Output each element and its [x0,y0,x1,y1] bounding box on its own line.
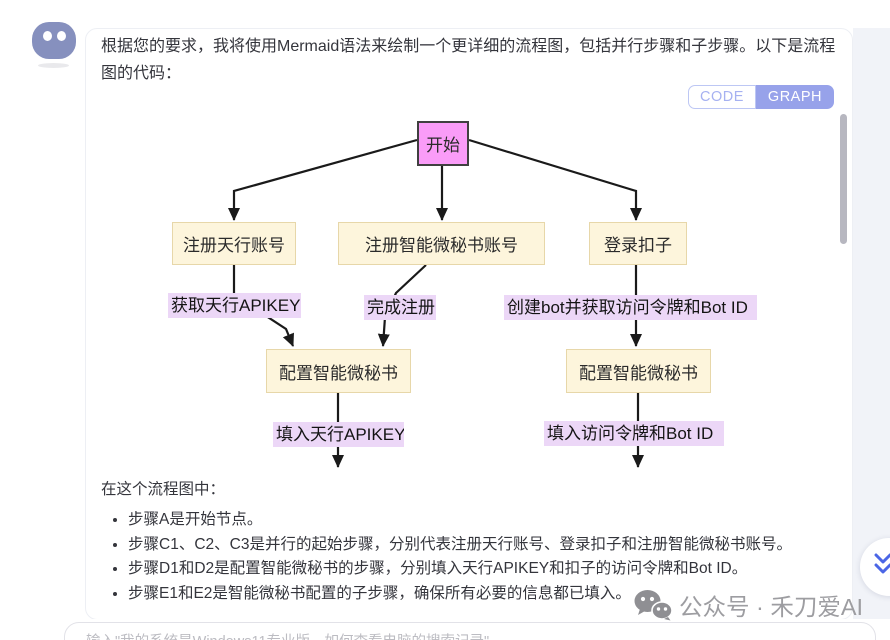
node-register-weimishu: 注册智能微秘书账号 [338,222,545,265]
bullet-item: 步骤A是开始节点。 [128,508,852,533]
message-paragraph: 根据您的要求，我将使用Mermaid语法来绘制一个更详细的流程图，包括并行步骤和… [101,38,836,82]
bullet-list: 步骤A是开始节点。 步骤C1、C2、C3是并行的起始步骤，分别代表注册天行账号、… [101,508,852,607]
watermark: 公众号 · 禾刀爱AI [634,588,863,622]
avatar-eye-icon [57,31,66,41]
avatar-eye-icon [43,31,52,41]
code-graph-toggle: CODE GRAPH [688,85,834,109]
node-start: 开始 [417,121,469,166]
bullet-item: 步骤E1和E2是智能微秘书配置的子步骤，确保所有必要的信息都已填入。 [128,582,852,607]
diagram-scrollbar-thumb[interactable] [840,114,847,244]
edge-start-to-tianxing [228,138,418,221]
graph-tab-button[interactable]: GRAPH [755,85,834,109]
closing-text: 在这个流程图中： [101,481,226,498]
page-right-gutter [853,28,890,619]
edge-label-get-apikey: 获取天行APIKEY [168,293,301,318]
avatar-shadow [38,63,69,68]
assistant-message-card: 根据您的要求，我将使用Mermaid语法来绘制一个更详细的流程图，包括并行步骤和… [85,28,853,620]
edge-label-create-bot: 创建bot并获取访问令牌和Bot ID [504,295,757,320]
bullet-item: 步骤C1、C2、C3是并行的起始步骤，分别代表注册天行账号、登录扣子和注册智能微… [128,533,852,558]
code-tab-button[interactable]: CODE [688,85,756,109]
edge-label-fill-apikey: 填入天行APIKEY [273,422,404,447]
assistant-avatar [32,22,76,59]
edge-start-to-kouzi [468,138,642,221]
message-input[interactable]: 输入"我的系统是Windows11专业版，如何查看电脑的搜索记录" [64,622,876,640]
watermark-text: 公众号 · 禾刀爱AI [679,594,864,620]
wechat-icon [634,590,673,621]
node-config-weimishu-right: 配置智能微秘书 [566,349,711,393]
bullet-item: 步骤D1和D2是配置智能微秘书的步骤，分别填入天行APIKEY和扣子的访问令牌和… [128,557,852,582]
edge-label-fill-token: 填入访问令牌和Bot ID [544,421,724,446]
node-config-weimishu-left: 配置智能微秘书 [266,349,411,393]
node-register-tianxing: 注册天行账号 [172,222,296,265]
message-input-placeholder: 输入"我的系统是Windows11专业版，如何查看电脑的搜索记录" [86,630,489,640]
node-login-kouzi: 登录扣子 [589,222,687,265]
double-chevron-down-icon [874,553,890,574]
composer-bar: 输入"我的系统是Windows11专业版，如何查看电脑的搜索记录" [0,619,890,640]
edge-label-finish-register: 完成注册 [364,295,436,320]
